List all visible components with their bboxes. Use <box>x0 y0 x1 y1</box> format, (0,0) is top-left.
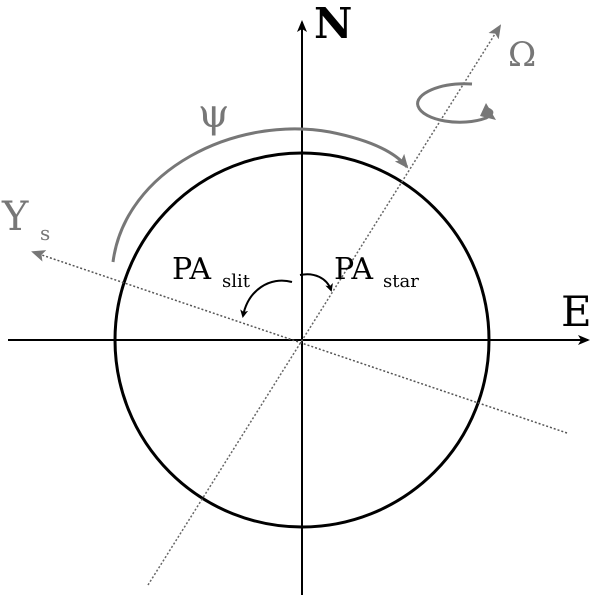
pa-star-label-sub: star <box>383 271 419 292</box>
omega-label: Ω <box>508 35 536 75</box>
psi-label: ψ <box>198 91 229 137</box>
pa-slit-label-main: PA <box>172 252 211 287</box>
pa-slit-arc <box>240 279 293 318</box>
psi-arc <box>111 127 409 263</box>
pa-star-arc <box>299 273 333 292</box>
ys-label-sub: s <box>40 221 50 245</box>
rotation-arrow <box>416 82 494 124</box>
north-label: N <box>314 0 352 48</box>
rotation-arrowhead <box>480 103 496 120</box>
east-label: E <box>561 287 592 336</box>
pa-star-label-main: PA <box>334 252 373 287</box>
ys-axis <box>31 250 568 434</box>
ys-label-main: Y <box>1 194 29 240</box>
pa-slit-label-sub: slit <box>222 271 251 292</box>
